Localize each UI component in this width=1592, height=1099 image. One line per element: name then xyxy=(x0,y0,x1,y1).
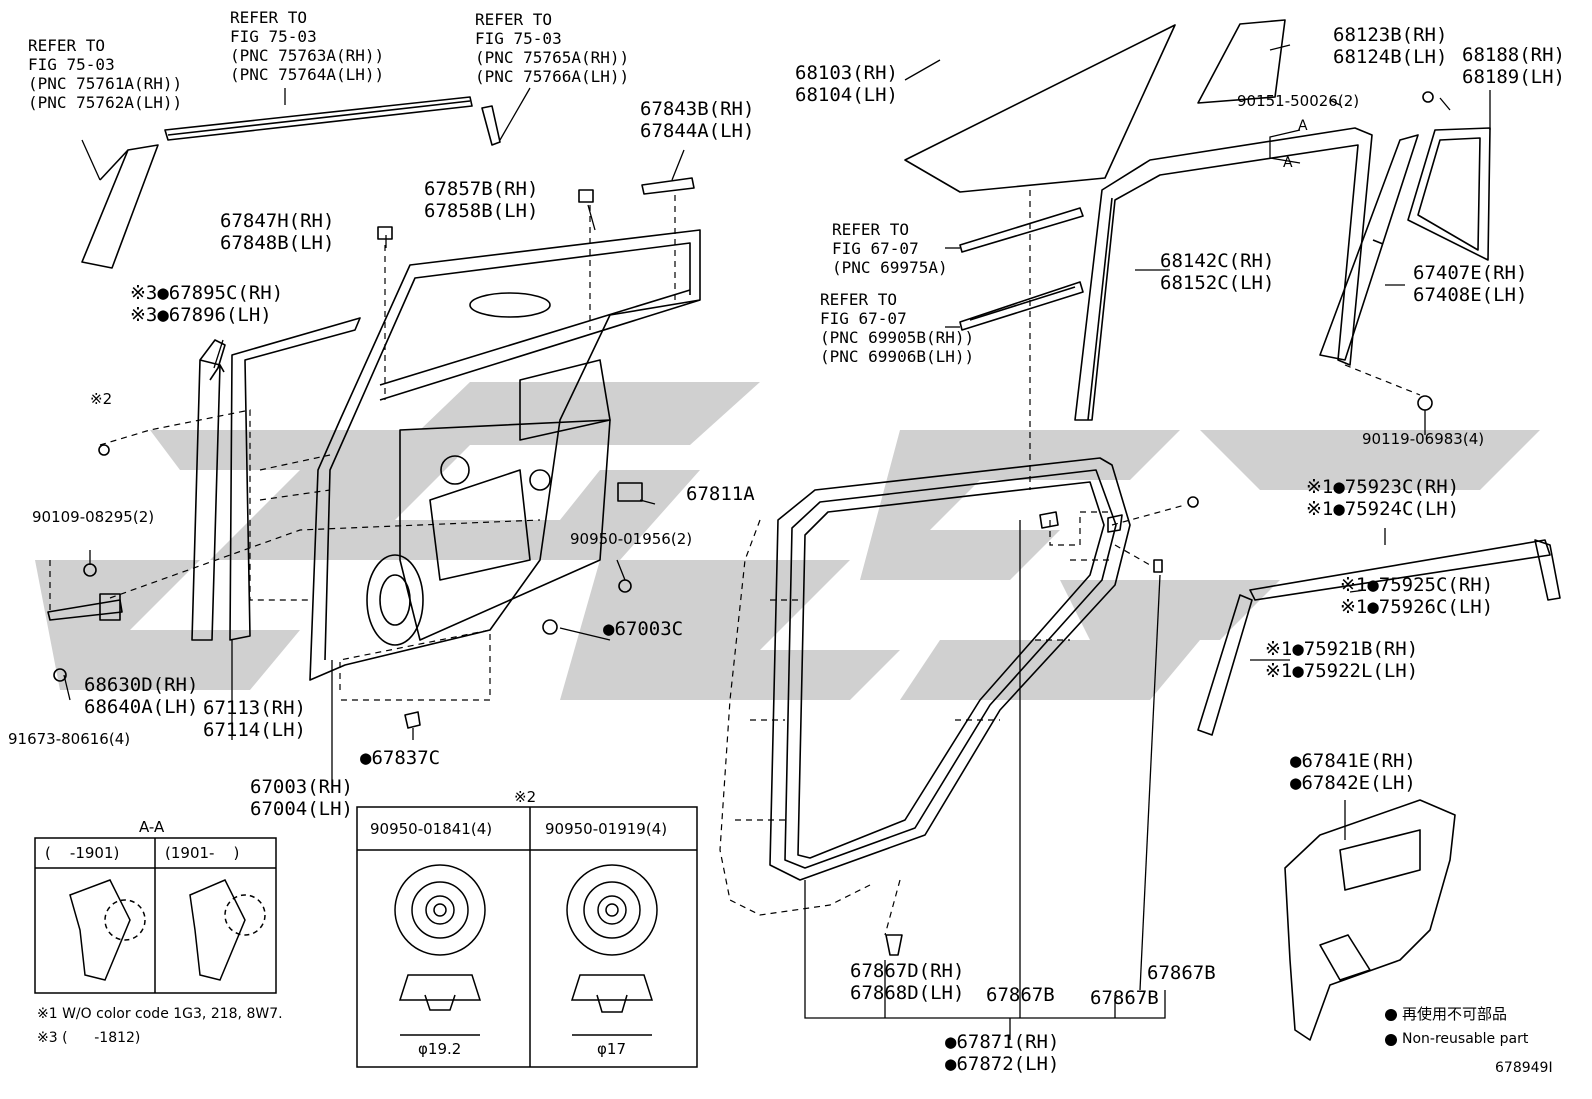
section-aa-panel xyxy=(34,837,277,994)
label-aa-col2: (1901- ) xyxy=(165,844,240,862)
label-aa-title: A-A xyxy=(139,818,165,836)
door-weatherstrip xyxy=(191,359,221,641)
label-p-67837: ●67837C xyxy=(360,747,441,769)
label-note1: ※1 W/O color code 1G3, 218, 8W7. xyxy=(37,1006,283,1022)
glass-run xyxy=(1074,127,1373,421)
label-p-67003: 67003(RH) 67004(LH) xyxy=(250,776,353,820)
label-ref-69905: REFER TO FIG 67-07 (PNC 69905B(RH)) (PNC… xyxy=(820,290,975,366)
label-aa-col1: ( -1901) xyxy=(45,844,120,862)
label-p-note2a: ※2 xyxy=(90,390,113,408)
label-p-75925: ※1●75925C(RH) ※1●75926C(LH) xyxy=(1340,574,1494,618)
label-p-67867b-1: 67867B xyxy=(986,984,1055,1006)
label-p-67867d: 67867D(RH) 67868D(LH) xyxy=(850,960,965,1004)
section-arrow-aa xyxy=(1269,129,1301,164)
door-shell xyxy=(309,229,701,681)
label-wash-note: ※2 xyxy=(514,788,537,806)
label-legend-jp: 再使用不可部品 xyxy=(1402,1005,1508,1023)
door-glass xyxy=(904,24,1176,193)
label-p-67867b-3: 67867B xyxy=(1147,962,1216,984)
label-ref-75763: REFER TO FIG 75-03 (PNC 75763A(RH)) (PNC… xyxy=(230,8,385,84)
label-legend-en: Non-reusable part xyxy=(1402,1031,1529,1047)
label-p-68123: 68123B(RH) 68124B(LH) xyxy=(1333,24,1448,68)
label-p-90119: 90119-06983(4) xyxy=(1362,430,1485,448)
label-wash-dim1: φ19.2 xyxy=(418,1040,462,1058)
label-p-67843: 67843B(RH) 67844A(LH) xyxy=(640,98,755,142)
label-p-67003c: ●67003C xyxy=(603,618,684,640)
label-p-68142: 68142C(RH) 68152C(LH) xyxy=(1160,250,1275,294)
label-p-68103: 68103(RH) 68104(LH) xyxy=(795,62,898,106)
label-p-67113: 67113(RH) 67114(LH) xyxy=(203,697,306,741)
label-p-67811: 67811A xyxy=(686,483,755,505)
belt-moulding-outer xyxy=(959,281,1084,331)
service-hole-cover xyxy=(229,317,361,641)
door-check xyxy=(47,599,123,621)
division-bar xyxy=(1319,134,1419,361)
label-p-67407: 67407E(RH) 67408E(LH) xyxy=(1413,262,1528,306)
rear-pillar-piece xyxy=(481,105,501,146)
belt-moulding-inner xyxy=(959,207,1084,253)
label-p-90950-1956: 90950-01956(2) xyxy=(570,530,693,548)
watermark-logo xyxy=(35,382,1540,700)
label-p-90109: 90109-08295(2) xyxy=(32,508,155,526)
label-wash-col2: 90950-01919(4) xyxy=(545,820,668,838)
label-p-68630: 68630D(RH) 68640A(LH) xyxy=(84,674,199,718)
label-p-68188: 68188(RH) 68189(LH) xyxy=(1462,44,1565,88)
label-p-90151: 90151-50026(2) xyxy=(1237,92,1360,110)
label-p-67857: 67857B(RH) 67858B(LH) xyxy=(424,178,539,222)
label-wash-col1: 90950-01841(4) xyxy=(370,820,493,838)
label-p-67867b-2: 67867B xyxy=(1090,987,1159,1009)
legend-dot-en xyxy=(1385,1034,1397,1046)
label-ref-69975: REFER TO FIG 67-07 (PNC 69975A) xyxy=(832,220,948,277)
pillar-garnish-rh xyxy=(1249,539,1551,601)
quarter-glass xyxy=(1197,19,1286,104)
label-p-67847: 67847H(RH) 67848B(LH) xyxy=(220,210,335,254)
label-wash-dim2: φ17 xyxy=(597,1040,626,1058)
roof-moulding xyxy=(164,96,473,141)
label-p-67841: ●67841E(RH) ●67842E(LH) xyxy=(1290,750,1416,794)
front-pillar-garnish xyxy=(81,144,159,269)
label-p-75921: ※1●75921B(RH) ※1●75922L(LH) xyxy=(1265,638,1419,682)
pillar-garnish-lower xyxy=(1197,594,1253,736)
label-p-aa1: A xyxy=(1298,118,1308,134)
label-p-67895: ※3●67895C(RH) ※3●67896(LH) xyxy=(130,282,284,326)
door-opening-weatherstrip xyxy=(769,457,1131,881)
label-ref-75761: REFER TO FIG 75-03 (PNC 75761A(RH)) (PNC… xyxy=(28,36,183,112)
legend-dot-jp xyxy=(1385,1009,1397,1021)
label-note3: ※3 ( -1812) xyxy=(37,1030,141,1046)
label-fig-code: 678949I xyxy=(1495,1060,1553,1076)
label-p-75923: ※1●75923C(RH) ※1●75924C(LH) xyxy=(1306,476,1460,520)
label-p-aa2: A xyxy=(1283,155,1293,171)
label-ref-75765: REFER TO FIG 75-03 (PNC 75765A(RH)) (PNC… xyxy=(475,10,630,86)
label-p-67871: ●67871(RH) ●67872(LH) xyxy=(945,1031,1060,1075)
hole-cover-lh xyxy=(1284,799,1456,1041)
washer-table xyxy=(356,806,698,1068)
label-p-91673: 91673-80616(4) xyxy=(8,730,131,748)
